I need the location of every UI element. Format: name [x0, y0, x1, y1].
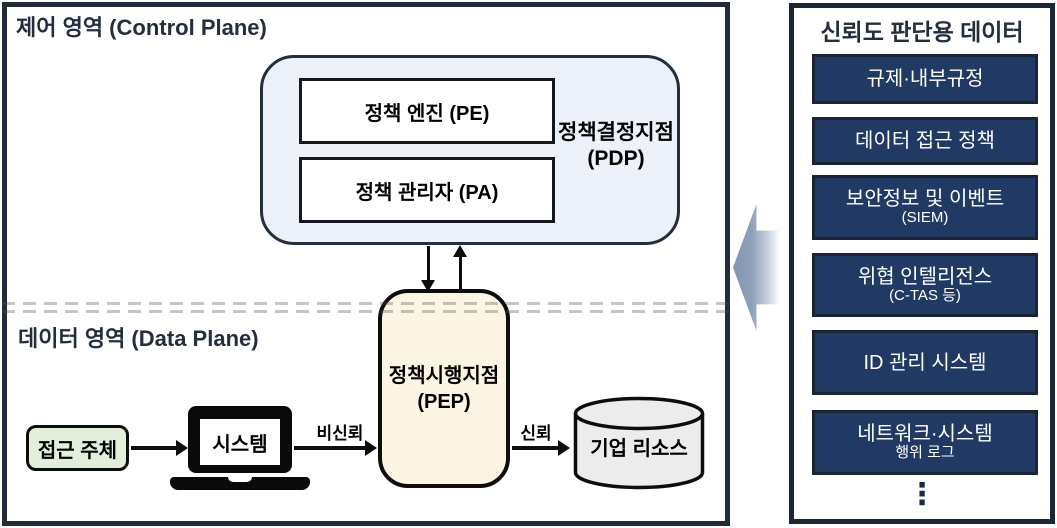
- untrusted-label: 비신뢰: [316, 424, 364, 443]
- trust-item-label: 규제·내부규정: [866, 68, 984, 90]
- policy-engine-label: 정책 엔진 (PE): [364, 102, 490, 125]
- trusted-label: 신뢰: [520, 424, 552, 443]
- control-plane-title: 제어 영역 (Control Plane): [16, 15, 267, 40]
- trust-item-sublabel: 행위 로그: [895, 444, 955, 462]
- trust-item-label: 위협 인텔리전스: [857, 265, 993, 288]
- gradient-left-arrow-icon: [733, 204, 780, 331]
- policy-administrator-label: 정책 관리자 (PA): [355, 181, 499, 204]
- vertical-ellipsis-icon: ⋮: [907, 478, 937, 511]
- trust-data-item-activity-logs: 네트워크·시스템 행위 로그: [812, 410, 1038, 475]
- arrow-pdp-to-pep-shaft: [427, 246, 430, 282]
- enterprise-resource-label: 기업 리소스: [590, 438, 688, 460]
- plane-divider-dashed-line-top: [2, 302, 732, 305]
- data-plane-title: 데이터 영역 (Data Plane): [18, 326, 259, 351]
- plane-divider-dashed-line-bottom: [2, 310, 732, 313]
- trust-item-sublabel: (SIEM): [901, 209, 949, 227]
- policy-engine-box: 정책 엔진 (PE): [299, 78, 555, 144]
- arrow-pep-to-resource-shaft: [512, 446, 559, 450]
- arrow-pep-to-pdp-shaft: [459, 255, 462, 290]
- arrow-subject-to-system-shaft: [131, 446, 177, 450]
- pep-label-line2: (PEP): [417, 390, 471, 413]
- pdp-label-line1: 정책결정지점: [558, 121, 674, 144]
- arrow-pep-to-pdp-head-icon: [453, 245, 467, 257]
- system-label: 시스템: [212, 433, 268, 456]
- laptop-base: [170, 477, 310, 490]
- trust-data-item-threat-intelligence: 위협 인텔리전스 (C-TAS 등): [812, 253, 1038, 317]
- trust-data-panel-title: 신뢰도 판단용 데이터: [820, 19, 1024, 45]
- pep-box: 정책시행지점 (PEP): [378, 289, 510, 488]
- trust-data-item-regulations: 규제·내부규정: [812, 54, 1038, 104]
- trust-data-item-data-access-policy: 데이터 접근 정책: [812, 117, 1038, 165]
- database-cylinder-icon: [573, 396, 705, 490]
- arrow-system-to-pep-head-icon: [365, 440, 377, 456]
- trust-item-label: ID 관리 시스템: [863, 351, 987, 374]
- arrow-subject-to-system-head-icon: [176, 440, 188, 456]
- laptop-screen: 시스템: [200, 419, 280, 465]
- access-subject-label: 접근 주체: [37, 439, 118, 462]
- pep-label-line1: 정책시행지점: [388, 364, 500, 387]
- policy-administrator-box: 정책 관리자 (PA): [299, 157, 555, 223]
- trust-data-panel: 신뢰도 판단용 데이터 규제·내부규정 데이터 접근 정책 보안정보 및 이벤트…: [789, 3, 1055, 524]
- access-subject-box: 접근 주체: [26, 425, 129, 471]
- trust-item-label: 보안정보 및 이벤트: [845, 188, 1005, 211]
- pdp-label-line2: (PDP): [587, 147, 645, 171]
- arrow-system-to-pep-shaft: [294, 446, 366, 450]
- trust-data-item-siem: 보안정보 및 이벤트 (SIEM): [812, 175, 1038, 240]
- arrow-pep-to-resource-head-icon: [558, 440, 570, 456]
- trust-data-item-id-management: ID 관리 시스템: [812, 330, 1038, 395]
- pdp-group-box: 정책 엔진 (PE) 정책 관리자 (PA) 정책결정지점 (PDP): [260, 55, 680, 245]
- trust-item-label: 데이터 접근 정책: [855, 130, 995, 152]
- trust-item-label: 네트워크·시스템: [857, 423, 993, 446]
- pdp-label: 정책결정지점 (PDP): [551, 120, 681, 173]
- laptop-notch: [228, 477, 252, 482]
- trust-item-sublabel: (C-TAS 등): [889, 286, 961, 304]
